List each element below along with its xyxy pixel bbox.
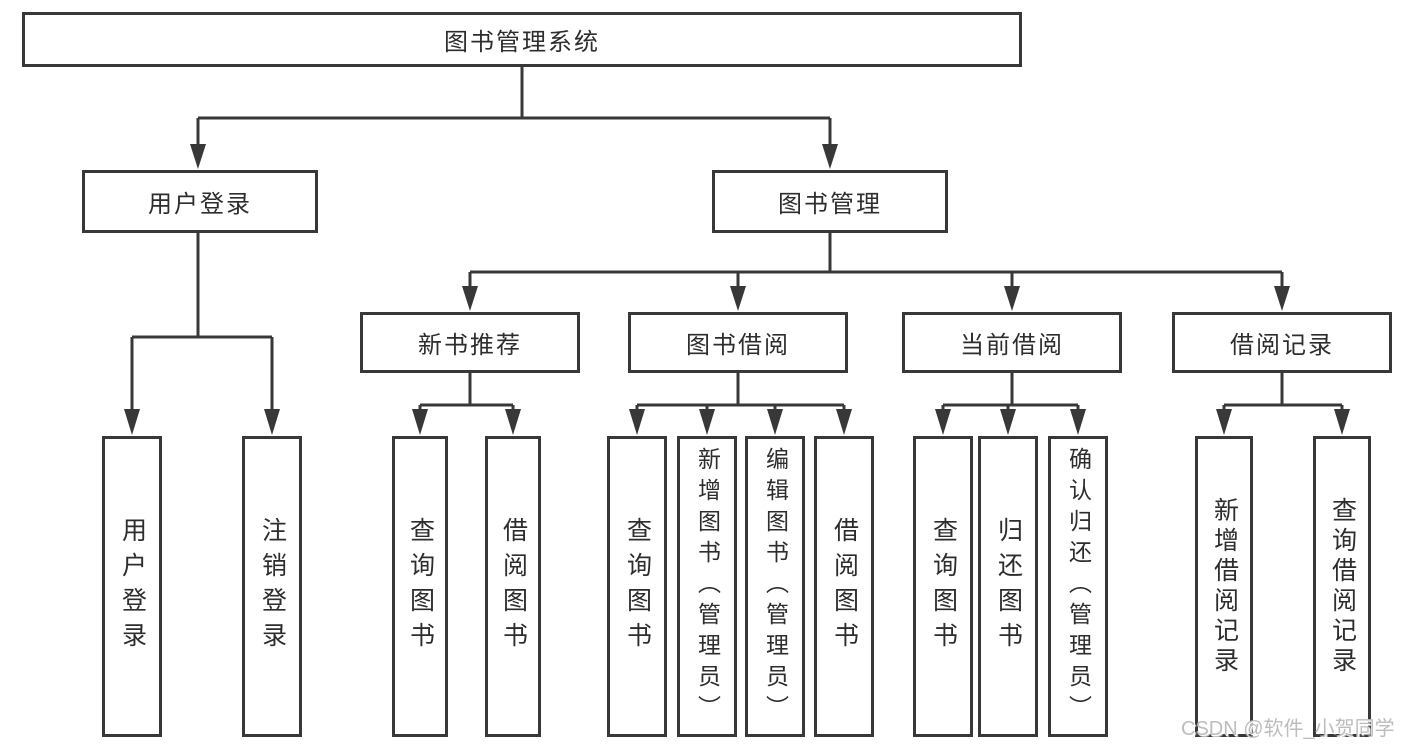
leaf-add-borrow-record: 新增借阅记录 bbox=[1195, 436, 1253, 737]
leaf-borrow-query-books: 查询图书 bbox=[607, 436, 667, 737]
node-user-login-label: 用户登录 bbox=[148, 191, 252, 218]
leaf-borrow-books: 借阅图书 bbox=[814, 436, 874, 737]
leaf-borrow-query-books-label: 查询图书 bbox=[623, 516, 652, 657]
leaf-query-borrow-record-label: 查询借阅记录 bbox=[1328, 496, 1357, 677]
leaf-confirm-return-admin-label: 确认归还（管理员） bbox=[1065, 447, 1092, 726]
leaf-return-book-label: 归还图书 bbox=[994, 516, 1023, 657]
leaf-add-book-admin: 新增图书（管理员） bbox=[677, 436, 737, 737]
leaf-edit-book-admin-label: 编辑图书（管理员） bbox=[762, 447, 789, 726]
leaf-user-login: 用户登录 bbox=[102, 436, 162, 737]
node-book-management-label: 图书管理 bbox=[778, 191, 882, 218]
leaf-logout-label: 注销登录 bbox=[258, 516, 287, 657]
leaf-user-login-label: 用户登录 bbox=[118, 516, 147, 657]
node-current-borrowing-label: 当前借阅 bbox=[960, 332, 1064, 359]
leaf-add-book-admin-label: 新增图书（管理员） bbox=[694, 447, 721, 726]
node-borrowing-records-label: 借阅记录 bbox=[1230, 332, 1334, 359]
leaf-recommend-query-books-label: 查询图书 bbox=[406, 516, 435, 657]
leaf-current-query-books-label: 查询图书 bbox=[929, 516, 958, 657]
leaf-logout: 注销登录 bbox=[242, 436, 302, 737]
leaf-edit-book-admin: 编辑图书（管理员） bbox=[745, 436, 805, 737]
arrowheads bbox=[124, 144, 1350, 435]
leaf-recommend-borrow-books: 借阅图书 bbox=[485, 436, 541, 737]
node-new-book-recommend: 新书推荐 bbox=[360, 312, 580, 373]
leaf-recommend-query-books: 查询图书 bbox=[392, 436, 448, 737]
node-borrowing-records: 借阅记录 bbox=[1172, 312, 1392, 373]
node-root-label: 图书管理系统 bbox=[444, 29, 600, 56]
leaf-return-book: 归还图书 bbox=[978, 436, 1038, 737]
leaf-query-borrow-record: 查询借阅记录 bbox=[1313, 436, 1371, 737]
node-root: 图书管理系统 bbox=[22, 12, 1022, 67]
node-book-borrowing-label: 图书借阅 bbox=[686, 332, 790, 359]
node-book-management: 图书管理 bbox=[712, 170, 948, 233]
node-book-borrowing: 图书借阅 bbox=[628, 312, 848, 373]
leaf-recommend-borrow-books-label: 借阅图书 bbox=[499, 516, 528, 657]
leaf-borrow-books-label: 借阅图书 bbox=[830, 516, 859, 657]
leaf-add-borrow-record-label: 新增借阅记录 bbox=[1210, 496, 1239, 677]
leaf-current-query-books: 查询图书 bbox=[913, 436, 973, 737]
node-user-login: 用户登录 bbox=[82, 170, 318, 233]
node-current-borrowing: 当前借阅 bbox=[902, 312, 1122, 373]
node-new-book-recommend-label: 新书推荐 bbox=[418, 332, 522, 359]
leaf-confirm-return-admin: 确认归还（管理员） bbox=[1048, 436, 1108, 737]
watermark: CSDN @软件_小贺同学 bbox=[1181, 718, 1395, 740]
